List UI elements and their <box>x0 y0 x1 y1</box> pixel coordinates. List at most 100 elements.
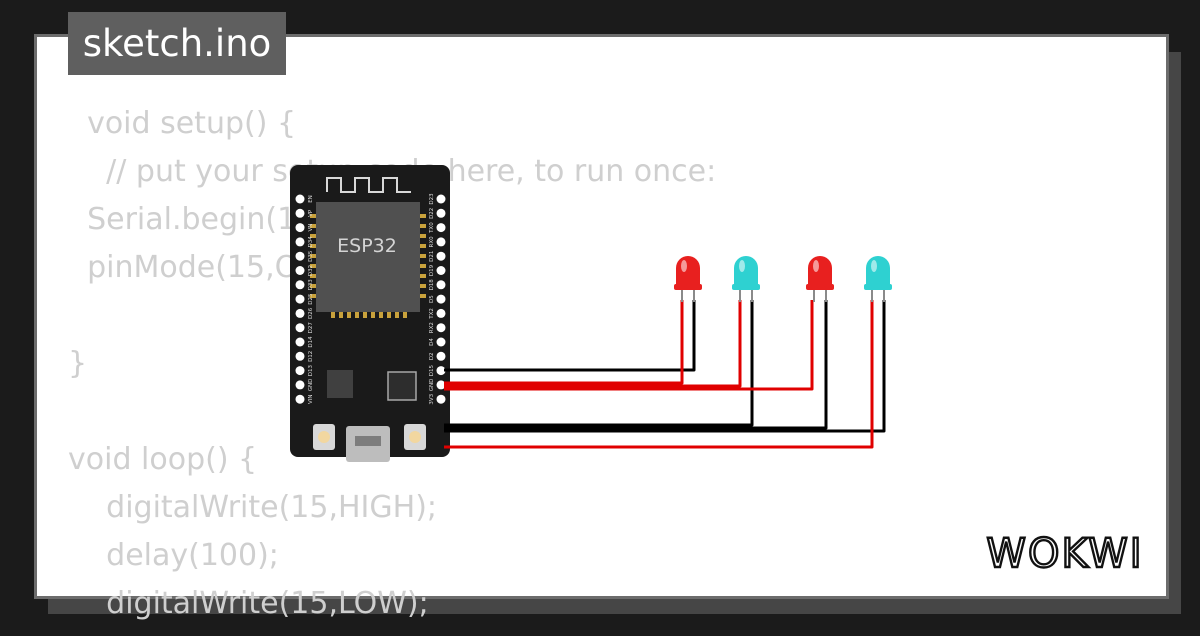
pin-pad <box>295 351 305 361</box>
chip-pin <box>420 284 426 288</box>
chip-pin <box>420 234 426 238</box>
chip-pin <box>331 312 335 318</box>
led-highlight <box>813 260 819 272</box>
sketch-title-tab[interactable]: sketch.ino <box>68 12 286 75</box>
led-body <box>734 256 758 288</box>
code-line: void loop() { <box>68 442 258 477</box>
pin-pad <box>436 266 446 275</box>
pin-label: D23 <box>429 193 435 205</box>
led-body <box>808 256 832 288</box>
pin-label: D5 <box>429 295 435 303</box>
pin-label: D27 <box>308 322 314 334</box>
pin-pad <box>295 394 305 404</box>
chip-pin <box>339 312 343 318</box>
wire-ground-2 <box>444 300 754 427</box>
chip-pin <box>420 264 426 268</box>
pin-label: 3V3 <box>429 393 435 404</box>
chip-pin <box>310 274 316 278</box>
led-rim <box>806 284 834 290</box>
led-rim <box>864 284 892 290</box>
pin-pad <box>295 194 305 204</box>
led-rim <box>674 284 702 290</box>
led-highlight <box>739 260 745 272</box>
pin-pad <box>295 337 305 347</box>
pin-pad <box>295 223 305 233</box>
chip-pin <box>420 274 426 278</box>
led-highlight <box>871 260 877 272</box>
pin-pad <box>295 266 305 275</box>
project-card[interactable] <box>34 34 1169 599</box>
wires <box>444 300 886 449</box>
pin-pad <box>436 308 446 318</box>
regulator-chip <box>327 370 353 398</box>
pin-pad <box>436 323 446 333</box>
chip-pin <box>420 214 426 218</box>
chip-pin <box>310 254 316 258</box>
led-cyan[interactable] <box>732 256 760 302</box>
chip-pin <box>310 244 316 248</box>
pin-label: TX2 <box>429 308 435 320</box>
chip-pin <box>420 244 426 248</box>
chip-pin <box>355 312 359 318</box>
esp32-chip <box>316 202 420 312</box>
pin-pad <box>436 380 446 390</box>
pin-label: D32 <box>308 265 314 276</box>
led-cyan[interactable] <box>864 256 892 302</box>
wire-ground-4 <box>444 300 886 433</box>
pin-label: D18 <box>429 279 435 291</box>
pin-pad <box>295 366 305 376</box>
chip-pin <box>387 312 391 318</box>
pin-label: D13 <box>308 364 314 376</box>
pin-label: VP <box>308 209 314 217</box>
chip-pin <box>310 214 316 218</box>
pin-label: D34 <box>308 236 314 248</box>
chip-pin <box>310 224 316 228</box>
code-line: } <box>68 346 88 381</box>
code-line: pinMode(15,O <box>68 250 299 285</box>
led-red[interactable] <box>674 256 702 302</box>
pin-pad <box>436 208 446 218</box>
chip-pin <box>310 264 316 268</box>
pin-label: D15 <box>429 364 435 376</box>
code-line: Serial.begin(1 <box>68 202 297 237</box>
pin-label: D4 <box>429 338 435 346</box>
pin-pad <box>295 323 305 333</box>
pin-label: D2 <box>429 352 435 360</box>
pin-pad <box>436 251 446 261</box>
pin-label: D35 <box>308 250 314 262</box>
pin-label: RX0 <box>429 236 435 248</box>
code-line: digitalWrite(15,LOW); <box>68 586 429 621</box>
pin-pad <box>436 394 446 404</box>
pin-label: D25 <box>308 293 314 305</box>
pin-pad <box>436 294 446 304</box>
wire-signal-3 <box>444 300 814 391</box>
pin-pad <box>436 280 446 290</box>
chip-castellations <box>310 214 426 318</box>
led-highlight <box>681 260 687 272</box>
pin-label: D14 <box>308 336 314 348</box>
wire-signal-2 <box>444 300 742 388</box>
pin-pad <box>436 223 446 233</box>
pin-label: D33 <box>308 279 314 291</box>
code-line: delay(100); <box>68 538 279 573</box>
chip-pin <box>371 312 375 318</box>
chip-pin <box>310 234 316 238</box>
chip-pin <box>420 294 426 298</box>
pin-pad <box>295 208 305 218</box>
pin-label: D21 <box>429 251 435 262</box>
chip-pin <box>310 284 316 288</box>
chip-pin <box>420 254 426 258</box>
brand-text: WOKWI <box>986 531 1143 577</box>
pin-label: GND <box>308 379 314 392</box>
chip-pin <box>395 312 399 318</box>
wire-ground-1 <box>444 300 696 372</box>
led-body <box>676 256 700 288</box>
led-rim <box>732 284 760 290</box>
pin-pad <box>436 237 446 247</box>
led-red[interactable] <box>806 256 834 302</box>
pin-label: GND <box>429 379 435 392</box>
pin-label: D22 <box>429 208 435 219</box>
